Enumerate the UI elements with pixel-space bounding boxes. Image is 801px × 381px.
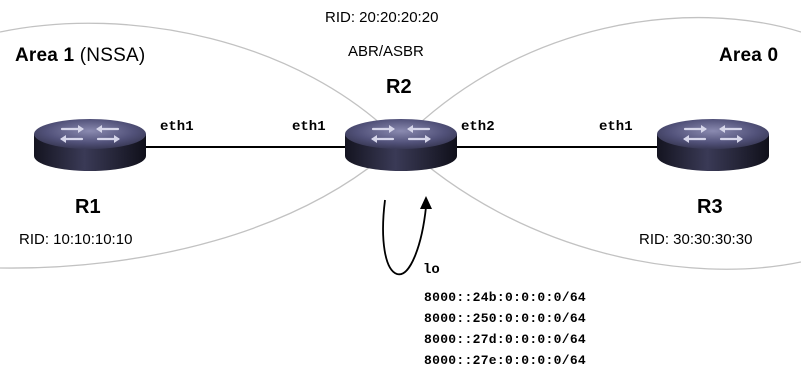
r2-iface-right-label: eth2 xyxy=(461,119,495,135)
r3-iface-label: eth1 xyxy=(599,119,633,135)
area0-title: Area 0 xyxy=(719,45,779,66)
loopback-prefix: 8000::250:0:0:0:0/64 xyxy=(424,311,587,326)
area1-type: (NSSA) xyxy=(79,45,146,66)
r3-name: R3 xyxy=(697,196,723,218)
r2-iface-left-label: eth1 xyxy=(292,119,326,135)
loop-arrow-icon xyxy=(382,196,432,276)
router-icon xyxy=(655,117,771,173)
r2-role: ABR/ASBR xyxy=(348,43,424,60)
loopback-prefix: 8000::27e:0:0:0:0/64 xyxy=(424,353,587,368)
loopback-prefix: 8000::24b:0:0:0:0/64 xyxy=(424,290,587,305)
r1-iface-label: eth1 xyxy=(160,119,194,135)
r2-rid: RID: 20:20:20:20 xyxy=(325,9,439,26)
router-icon xyxy=(343,117,459,173)
area1-title: Area 1 (NSSA) xyxy=(15,45,145,67)
r1-name: R1 xyxy=(75,196,101,218)
r3-rid: RID: 30:30:30:30 xyxy=(639,231,753,248)
r2-name: R2 xyxy=(386,76,412,98)
area1-name: Area 1 xyxy=(15,45,75,66)
router-icon xyxy=(32,117,148,173)
loopback-prefix: 8000::27d:0:0:0:0/64 xyxy=(424,332,587,347)
r2-loopback-label: lo xyxy=(423,262,440,278)
r1-rid: RID: 10:10:10:10 xyxy=(19,231,133,248)
